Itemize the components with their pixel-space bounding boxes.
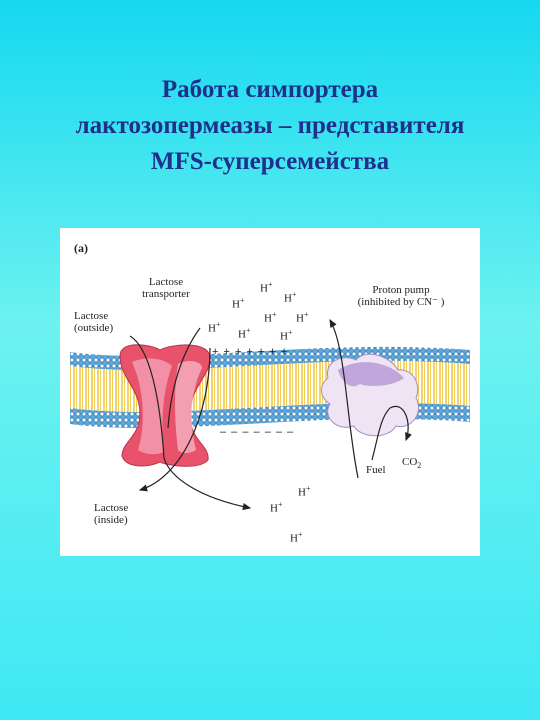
proton-pump-protein: [321, 353, 419, 437]
positive-charges: + + + + + + +: [212, 346, 289, 358]
proton-label: H+: [298, 484, 311, 499]
proton-label: H+: [296, 310, 309, 325]
title-line-2: лактозопермеазы – представителя: [75, 112, 465, 139]
symporter-figure: (a) Lactose transporter Lactose (outside…: [60, 228, 480, 556]
proton-label: H+: [232, 296, 245, 311]
negative-charges: – – – – – – –: [220, 426, 295, 438]
flow-arrows: [129, 318, 412, 511]
co2-label: CO2: [402, 456, 422, 471]
lactose-inside-label: Lactose (inside): [94, 502, 129, 526]
membrane-diagram: [70, 318, 470, 511]
fuel-label: Fuel: [366, 464, 386, 476]
proton-label: H+: [284, 290, 297, 305]
lactose-transporter-label: Lactose transporter: [142, 276, 190, 300]
proton-label: H+: [238, 326, 251, 341]
title-line-1: Работа симпортера: [161, 76, 379, 103]
slide-title: Работа симпортера лактозопермеазы – пред…: [0, 72, 540, 180]
proton-label: H+: [290, 530, 303, 545]
lactose-outside-label: Lactose (outside): [74, 310, 114, 334]
proton-label: H+: [280, 328, 293, 343]
proton-label: H+: [270, 500, 283, 515]
title-line-3: MFS-суперсемейства: [150, 148, 390, 175]
proton-label: H+: [208, 320, 221, 335]
panel-label: (a): [74, 241, 88, 255]
proton-pump-label: Proton pump (inhibited by CN⁻ ): [357, 284, 445, 308]
proton-label: H+: [264, 310, 277, 325]
proton-label: H+: [260, 280, 273, 295]
